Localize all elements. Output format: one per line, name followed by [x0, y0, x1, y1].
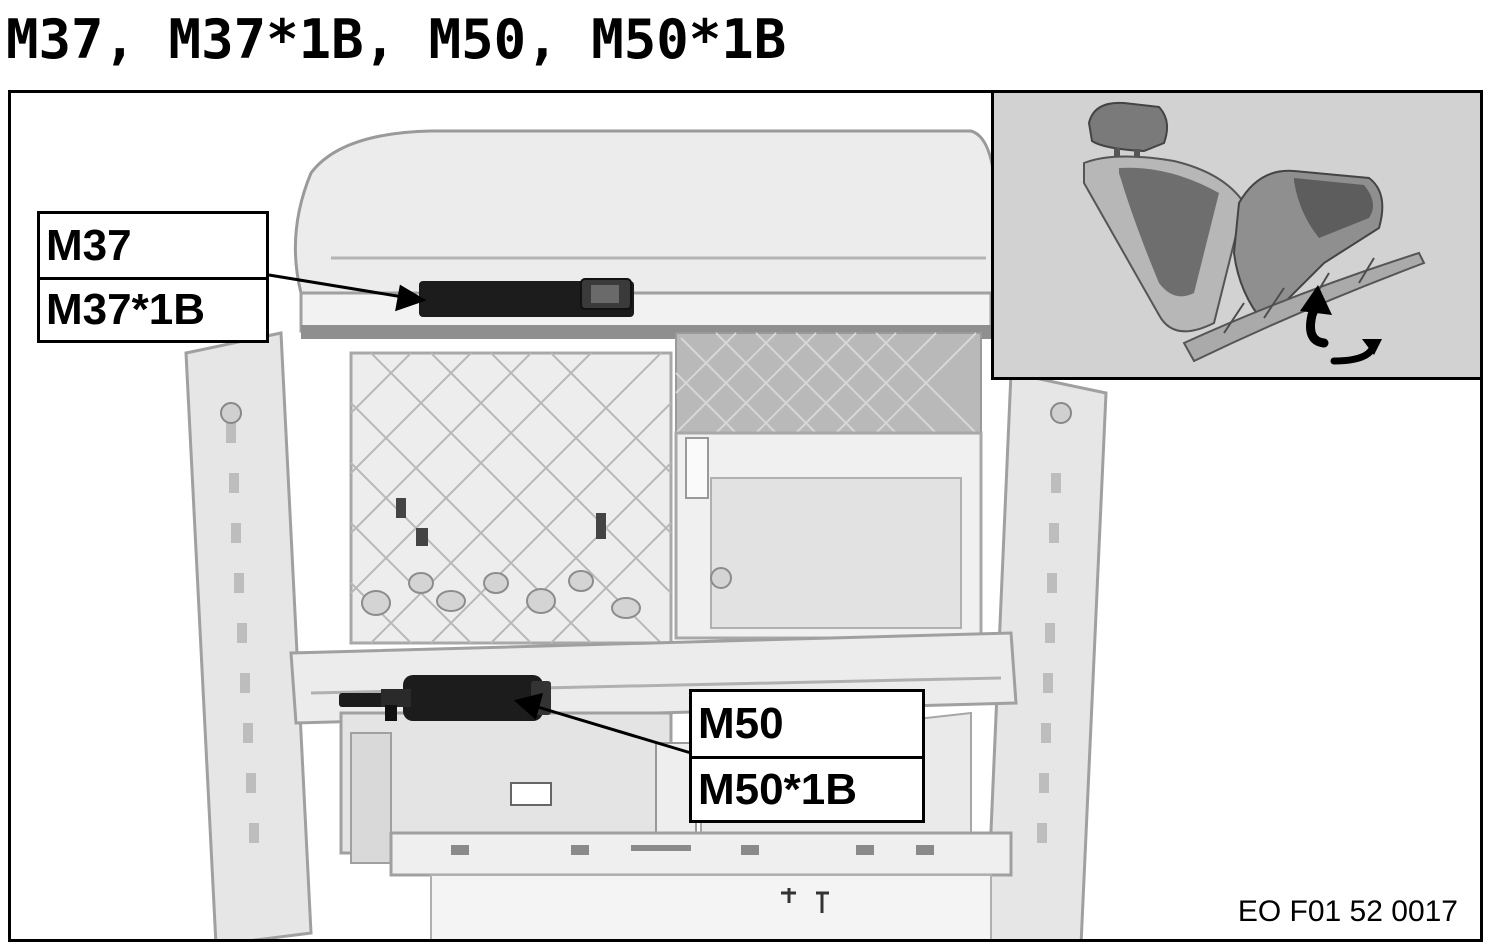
callout-m37-1b-label: M37*1B	[40, 277, 266, 340]
inset-view	[991, 93, 1480, 380]
curved-arrow-icon	[1300, 285, 1382, 365]
diagram-frame: M37 M37*1B M50 M50*1B EO F01 52 0017	[8, 90, 1483, 942]
callout-m50-1b-label: M50*1B	[692, 756, 922, 820]
callout-m37-label: M37	[46, 220, 132, 270]
reference-code: EO F01 52 0017	[1237, 895, 1458, 928]
callout-m50-label: M50	[698, 699, 784, 748]
callout-m37: M37 M37*1B	[37, 211, 269, 343]
inset-seat-illustration	[1083, 101, 1426, 365]
page-title: M37, M37*1B, M50, M50*1B	[6, 8, 787, 71]
callout-m50: M50 M50*1B	[689, 689, 925, 823]
